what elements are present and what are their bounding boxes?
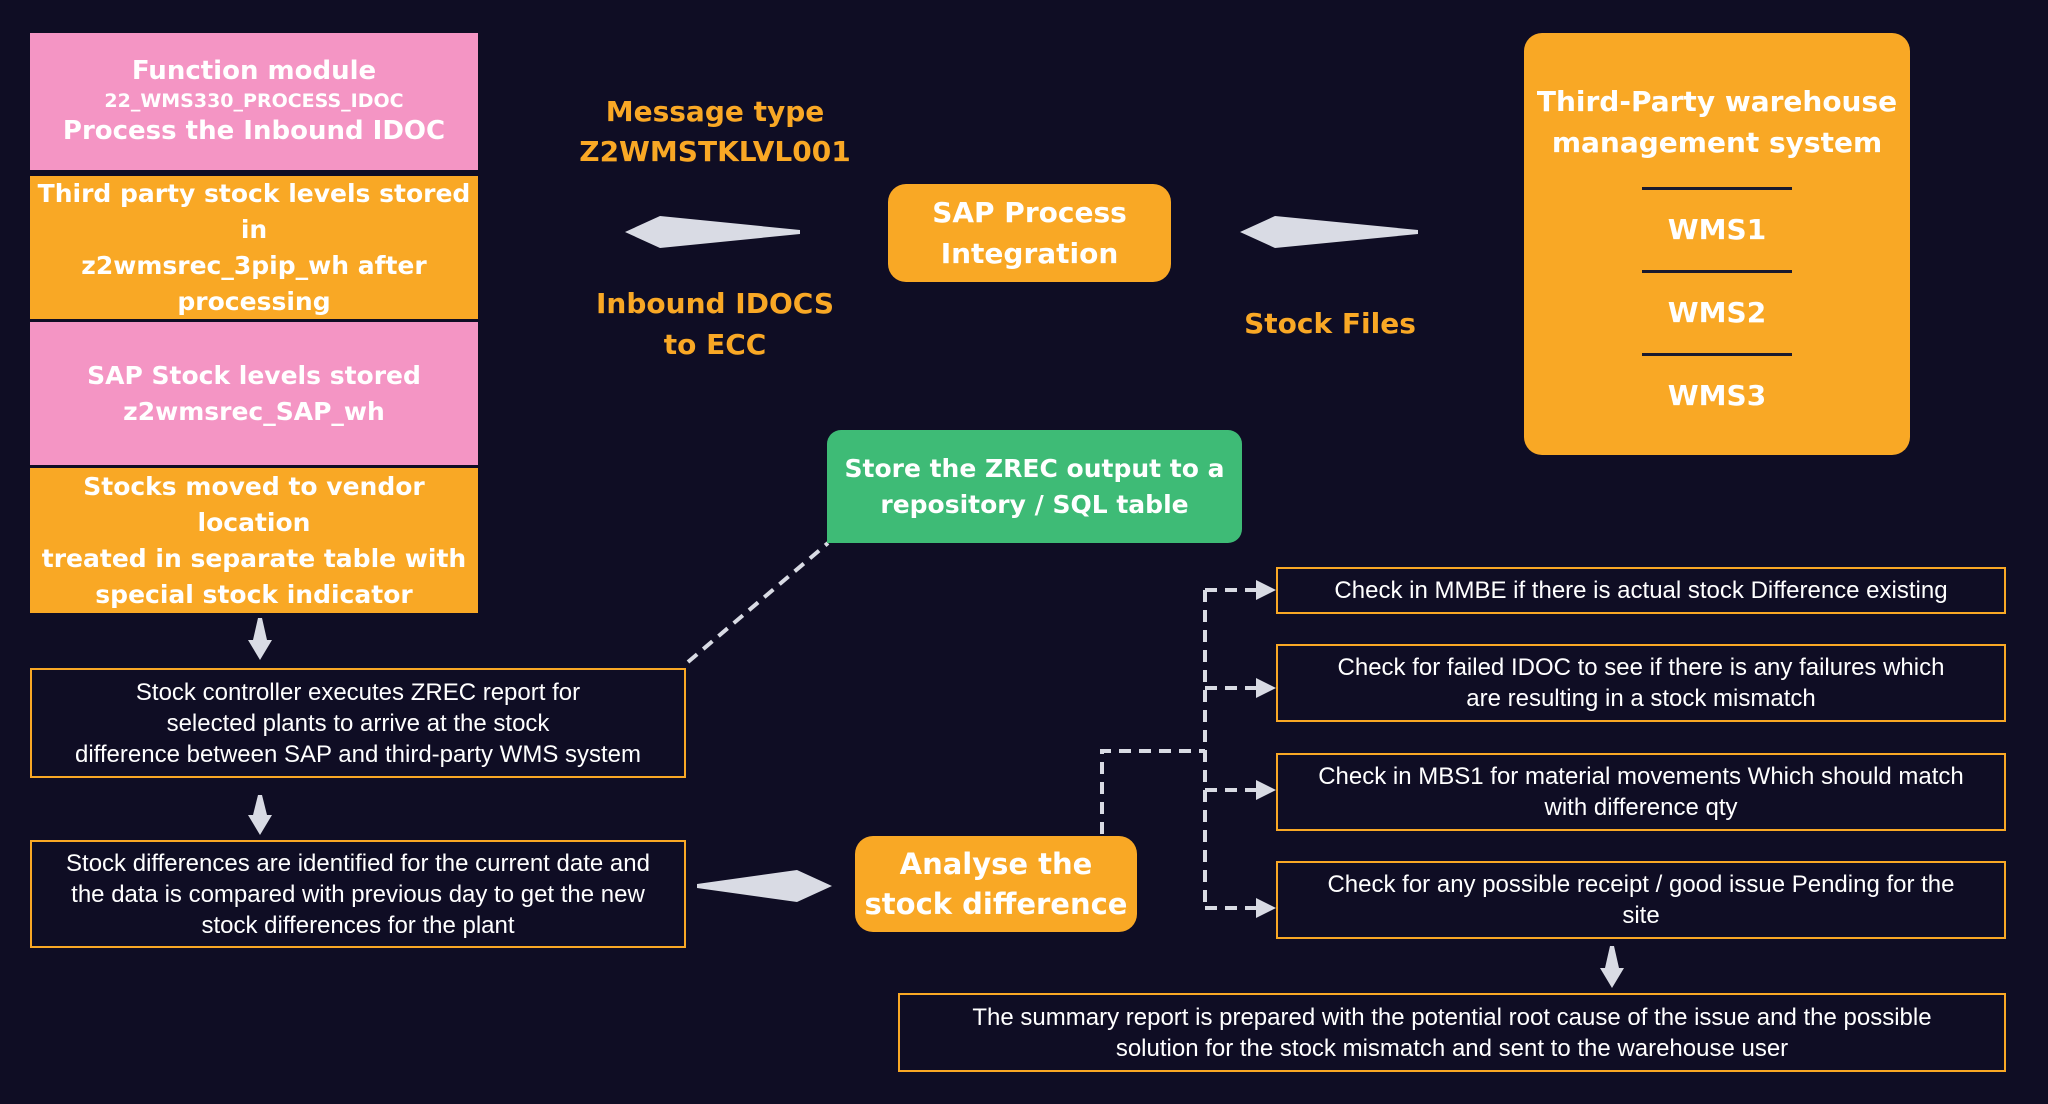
arrow-left-to-idoc [625, 216, 800, 248]
message-type-line: Message type [605, 95, 825, 128]
third-party-wms-box: Third-Party warehouse management system … [1524, 33, 1910, 455]
summary-report-line: The summary report is prepared with the … [972, 1003, 1932, 1031]
dashed-branch [1100, 588, 1262, 910]
summary-report-line: solution for the stock mismatch and sent… [1115, 1034, 1789, 1062]
stock-differences-line: Stock differences are identified for the… [66, 849, 650, 877]
third-party-levels-line: processing [177, 286, 331, 316]
sap-levels-box: SAP Stock levels stored z2wmsrec_SAP_wh [30, 322, 478, 465]
stock-differences-line: stock differences for the plant [201, 911, 515, 939]
message-type-code: Z2WMSTKLVL001 [579, 135, 851, 168]
arrow-down-to-summary [1600, 946, 1624, 988]
arrowhead-check-4 [1256, 898, 1276, 918]
third-party-levels-box: Third party stock levels stored in z2wms… [30, 176, 478, 319]
summary-report-box: The summary report is prepared with the … [898, 993, 2006, 1072]
inbound-idocs-line: Inbound IDOCS [596, 287, 834, 320]
check-mmbe-line: Check in MMBE if there is actual stock D… [1334, 577, 1948, 604]
inbound-idocs-label: Inbound IDOCS to ECC [560, 283, 870, 365]
wms-divider [1642, 270, 1792, 273]
check-mbs1-box: Check in MBS1 for material movements Whi… [1276, 753, 2006, 831]
stock-files-label: Stock Files [1244, 307, 1416, 340]
check-pending-receipt-box: Check for any possible receipt / good is… [1276, 861, 2006, 939]
vendor-location-line: Stocks moved to vendor location [83, 471, 425, 537]
arrowhead-check-1 [1256, 580, 1276, 600]
zrec-report-line: difference between SAP and third-party W… [74, 740, 642, 768]
check-mmbe-box: Check in MMBE if there is actual stock D… [1276, 567, 2006, 614]
wms-system-3: WMS3 [1667, 379, 1767, 412]
check-pending-receipt-line: Check for any possible receipt / good is… [1327, 871, 1955, 898]
wms-divider [1642, 187, 1792, 190]
arrow-right-to-analyse [697, 870, 832, 902]
analyse-line: Analyse the [899, 847, 1093, 881]
wms-title-line: Third-Party warehouse [1536, 85, 1898, 118]
arrow-down-to-zrec [248, 618, 272, 660]
check-mbs1-line: with difference qty [1544, 794, 1738, 821]
analyse-line: stock difference [864, 887, 1128, 921]
zrec-report-line: selected plants to arrive at the stock [166, 709, 550, 737]
sap-pi-line: Integration [940, 237, 1119, 270]
sap-process-integration-box: SAP Process Integration [888, 184, 1171, 282]
arrow-down-to-differences [248, 795, 272, 835]
store-zrec-line: repository / SQL table [880, 489, 1189, 519]
check-failed-idoc-line: are resulting in a stock mismatch [1466, 685, 1816, 712]
function-module-code: 22_WMS330_PROCESS_IDOC [104, 90, 404, 112]
wms-system-1: WMS1 [1667, 213, 1767, 246]
sap-levels-line: z2wmsrec_SAP_wh [123, 396, 385, 426]
third-party-levels-line: Third party stock levels stored in [37, 178, 471, 244]
stock-differences-line: the data is compared with previous day t… [71, 880, 645, 908]
analyse-stock-difference-box: Analyse the stock difference [855, 836, 1137, 932]
zrec-report-line: Stock controller executes ZREC report fo… [135, 678, 581, 706]
check-failed-idoc-box: Check for failed IDOC to see if there is… [1276, 644, 2006, 722]
check-pending-receipt-line: site [1622, 902, 1660, 929]
check-failed-idoc-line: Check for failed IDOC to see if there is… [1337, 654, 1945, 681]
store-zrec-line: Store the ZREC output to a [844, 453, 1225, 483]
message-type-label: Message type Z2WMSTKLVL001 [560, 92, 870, 172]
vendor-location-line: treated in separate table with [41, 543, 467, 573]
sap-pi-line: SAP Process [932, 196, 1127, 229]
wms-divider [1642, 353, 1792, 356]
inbound-idocs-line: to ECC [663, 328, 767, 361]
wms-system-2: WMS2 [1667, 296, 1767, 329]
zrec-report-box: Stock controller executes ZREC report fo… [30, 668, 686, 778]
sap-levels-line: SAP Stock levels stored [87, 360, 421, 390]
arrowhead-check-3 [1256, 780, 1276, 800]
vendor-location-line: special stock indicator [95, 579, 413, 609]
third-party-levels-line: z2wmsrec_3pip_wh after [81, 250, 427, 280]
dashed-link-store [686, 541, 830, 664]
function-module-box: Function module 22_WMS330_PROCESS_IDOC P… [30, 33, 478, 173]
function-module-subtitle: Process the Inbound IDOC [62, 116, 446, 146]
check-mbs1-line: Check in MBS1 for material movements Whi… [1318, 763, 1964, 790]
vendor-location-box: Stocks moved to vendor location treated … [30, 468, 478, 613]
store-zrec-box: Store the ZREC output to a repository / … [827, 430, 1242, 543]
stock-differences-box: Stock differences are identified for the… [30, 840, 686, 948]
function-module-title: Function module [131, 56, 377, 86]
wms-title-line: management system [1551, 126, 1883, 159]
arrow-left-to-pi [1240, 216, 1418, 248]
arrowhead-check-2 [1256, 678, 1276, 698]
